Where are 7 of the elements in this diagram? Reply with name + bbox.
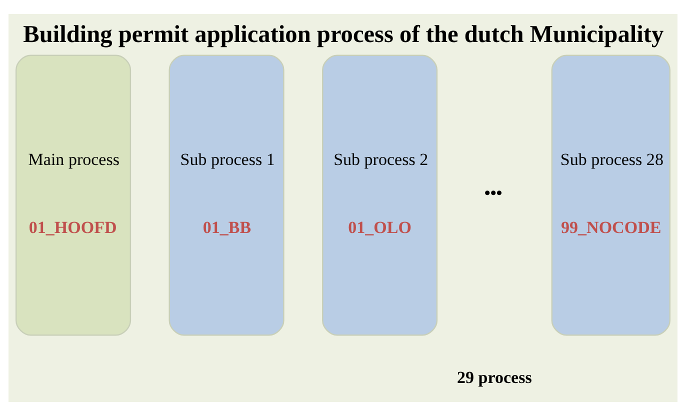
label: 29 process <box>457 367 532 386</box>
node-box: Sub process 2 01_OLO <box>322 54 438 336</box>
diagram-title: Building permit application process of the dutch Municipality <box>23 20 664 48</box>
node-box: Sub process 28 99_NOCODE <box>551 54 670 336</box>
node-box: Main process 01_HOOFD <box>16 54 132 336</box>
node-box: Sub process 1 01_BB <box>168 54 284 336</box>
label: ••• <box>484 183 502 202</box>
